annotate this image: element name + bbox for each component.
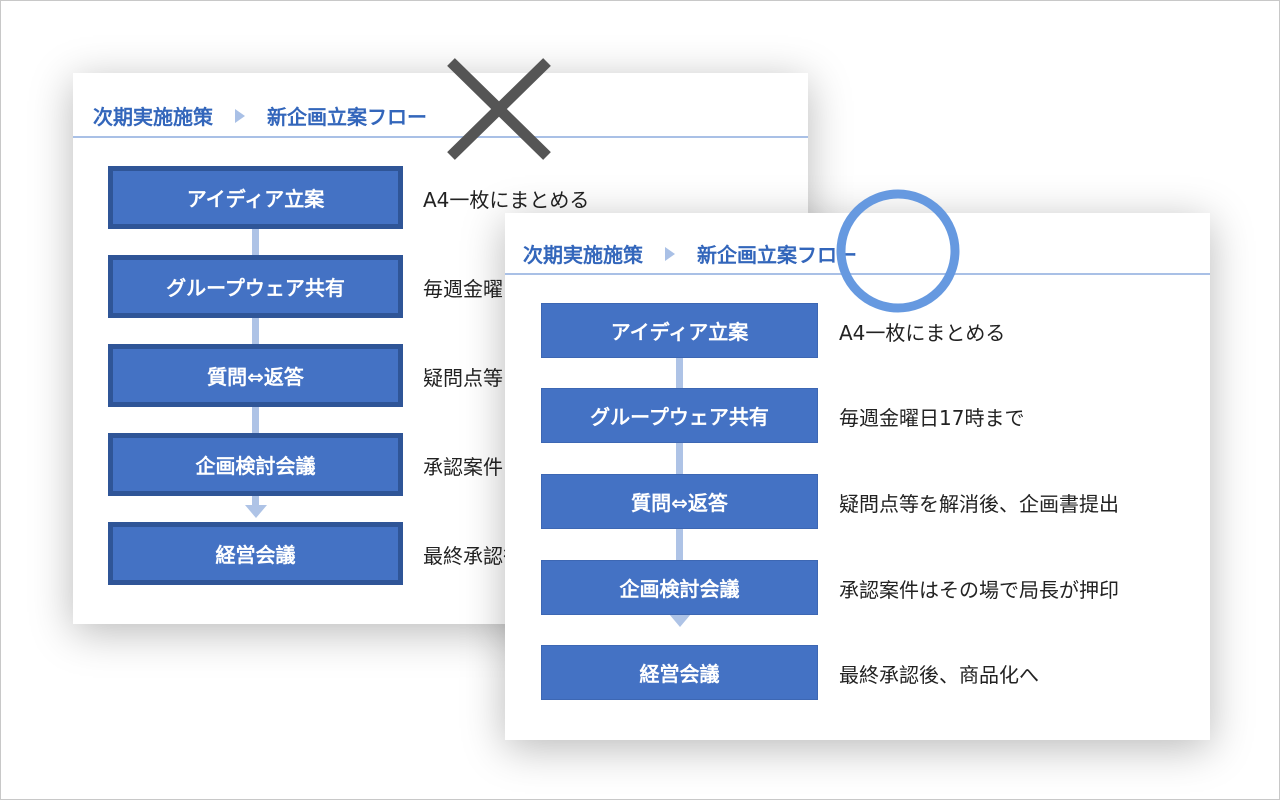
flow-step: 経営会議 — [541, 645, 818, 700]
breadcrumb-arrow-icon — [235, 108, 245, 123]
step-description: A4一枚にまとめる — [839, 321, 1006, 345]
flow-step: グループウェア共有 — [541, 388, 818, 443]
flow-arrow-icon — [669, 614, 691, 627]
flow-step: 質問⇔返答 — [108, 344, 403, 407]
step-description: 承認案件はその場で局長が押印 — [839, 578, 1119, 602]
breadcrumb-current: 新企画立案フロー — [697, 243, 857, 267]
breadcrumb-arrow-icon — [665, 246, 675, 261]
step-description: 毎週金曜日17時まで — [839, 406, 1025, 430]
flow-step: アイディア立案 — [541, 303, 818, 358]
flow-step: 経営会議 — [108, 522, 403, 585]
header-divider — [73, 136, 808, 138]
breadcrumb-parent: 次期実施施策 — [523, 243, 643, 267]
breadcrumb: 次期実施施策 新企画立案フロー — [93, 101, 427, 130]
flow-step: 質問⇔返答 — [541, 474, 818, 529]
breadcrumb-current: 新企画立案フロー — [267, 105, 427, 129]
bad-example-slide: 次期実施施策 新企画立案フロー アイディア立案 グループウェア共有 質問⇔返答 … — [73, 73, 808, 624]
good-example-slide: 次期実施施策 新企画立案フロー アイディア立案 グループウェア共有 質問⇔返答 … — [505, 213, 1210, 740]
header-divider — [505, 273, 1210, 275]
breadcrumb-parent: 次期実施施策 — [93, 105, 213, 129]
circle-mark-icon — [836, 189, 960, 313]
step-description: 最終承認後、商品化へ — [839, 663, 1039, 687]
breadcrumb: 次期実施施策 新企画立案フロー — [523, 239, 857, 268]
flow-step: グループウェア共有 — [108, 255, 403, 318]
flow-step: 企画検討会議 — [108, 433, 403, 496]
step-description: 疑問点等を解消後、企画書提出 — [839, 492, 1119, 516]
step-description: A4一枚にまとめる — [423, 188, 590, 212]
flow-step: 企画検討会議 — [541, 560, 818, 615]
x-mark-icon — [447, 58, 551, 160]
flow-step: アイディア立案 — [108, 166, 403, 229]
flow-arrow-icon — [245, 505, 267, 518]
